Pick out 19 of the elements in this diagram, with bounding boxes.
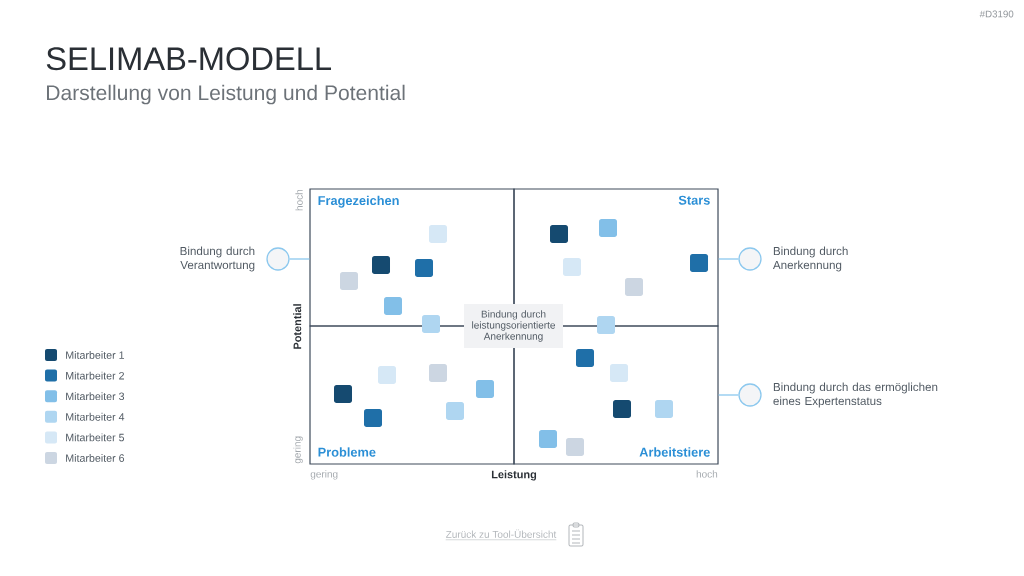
connector-line xyxy=(289,258,311,260)
annotation-text: Bindung durch Verantwortung xyxy=(180,246,255,272)
legend-label: Mitarbeiter 2 xyxy=(66,371,124,380)
annotation-text: Bindung durch Anerkennung xyxy=(772,246,848,272)
axis-title: Potential xyxy=(293,304,302,349)
axis-title: Leistung xyxy=(491,470,537,481)
legend-label: Mitarbeiter 4 xyxy=(66,412,125,421)
legend-label: Mitarbeiter 6 xyxy=(66,454,125,462)
legend-label: Mitarbeiter 5 xyxy=(66,433,125,442)
info-box: Bindung durch leistungsorientierte Anerkennung xyxy=(464,304,563,348)
title: SELIMAB-MODELL xyxy=(46,47,331,71)
link: Zurück zu Tool-Übersicht xyxy=(445,529,557,541)
connector-line xyxy=(717,258,739,260)
connector-line xyxy=(717,394,739,396)
legend-label: Mitarbeiter 3 xyxy=(66,392,125,401)
reference-code: #D3190 xyxy=(979,10,1014,18)
legend-label: Mitarbeiter 1 xyxy=(66,351,124,359)
annotation-text: Bindung durch das ermöglichen eines Expertenstatus xyxy=(773,382,938,408)
subtitle: Darstellung von Leistung und Potential xyxy=(47,84,405,105)
